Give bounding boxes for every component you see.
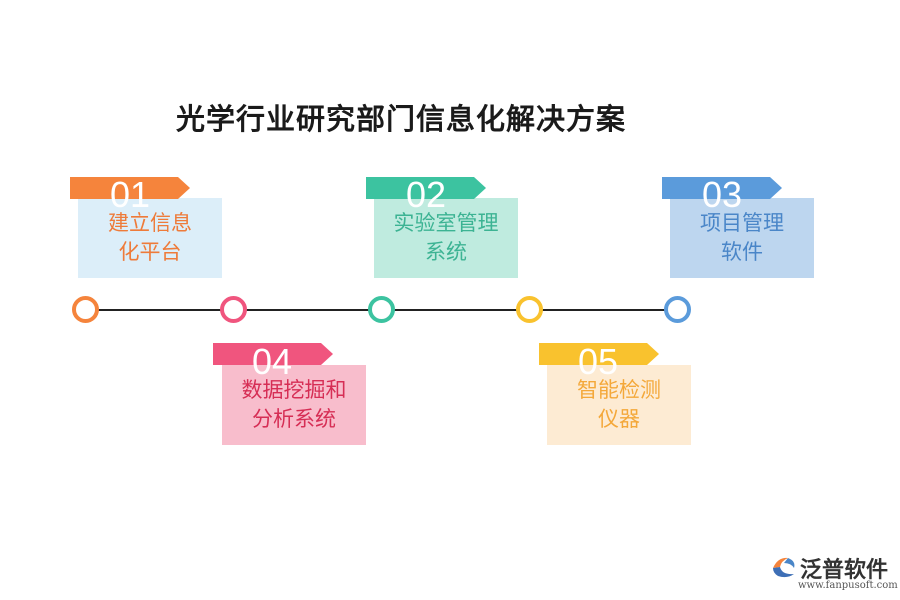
timeline-dot-4: [220, 296, 247, 323]
step-box-3: 项目管理软件: [670, 198, 814, 278]
step-2-line2: 系统: [425, 240, 467, 264]
logo-icon: [773, 557, 795, 578]
timeline-dot-2: [368, 296, 395, 323]
timeline-dot-3: [664, 296, 691, 323]
step-box-2: 实验室管理系统: [374, 198, 518, 278]
step-4-line2: 分析系统: [252, 407, 336, 431]
step-number-5: 05: [578, 341, 619, 382]
step-3-line2: 软件: [721, 240, 763, 264]
step-number-2: 02: [406, 174, 447, 215]
step-1-line1: 建立信息: [108, 211, 192, 235]
step-number-3: 03: [702, 174, 743, 215]
step-number-4: 04: [252, 341, 293, 382]
step-3-line1: 项目管理: [700, 211, 784, 235]
step-1-line2: 化平台: [118, 240, 182, 264]
step-tag-4: [213, 343, 333, 365]
step-tag-5: [539, 343, 659, 365]
step-box-1: 建立信息化平台: [78, 198, 222, 278]
step-4-line1: 数据挖掘和: [241, 378, 347, 402]
logo-url-text: www.fanpusoft.com: [798, 580, 898, 591]
step-tag-1: [70, 177, 190, 199]
step-box-4: 数据挖掘和分析系统: [222, 365, 366, 445]
timeline-dot-1: [72, 296, 99, 323]
step-5-line1: 智能检测: [577, 378, 661, 402]
step-tag-2: [366, 177, 486, 199]
brand-logo: 泛普软件 www.fanpusoft.com: [768, 552, 898, 596]
step-2-line1: 实验室管理: [393, 211, 499, 235]
step-number-1: 01: [110, 174, 151, 215]
timeline-dot-5: [516, 296, 543, 323]
logo-brand-text: 泛普软件: [800, 558, 889, 583]
step-box-5: 智能检测仪器: [547, 365, 691, 445]
step-5-line2: 仪器: [598, 407, 640, 431]
page-title: 光学行业研究部门信息化解决方案: [176, 102, 627, 136]
step-tag-3: [662, 177, 782, 199]
